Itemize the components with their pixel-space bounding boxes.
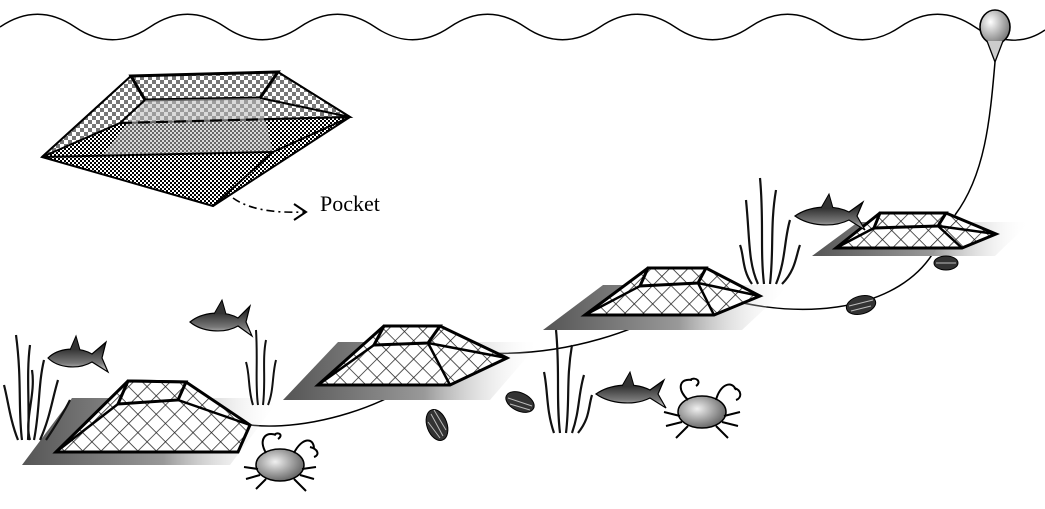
trap-icon xyxy=(283,326,540,400)
trap-icon xyxy=(543,268,790,330)
pocket-label: Pocket xyxy=(320,191,380,217)
fish-icon xyxy=(190,300,252,336)
crab-icon xyxy=(664,379,740,438)
shell-icon xyxy=(503,388,538,417)
seaweed-icon xyxy=(544,330,592,433)
shell-icon xyxy=(934,256,958,270)
crab-icon xyxy=(244,433,317,491)
water-surface-line xyxy=(0,14,1045,40)
fish-icon xyxy=(596,372,666,408)
seaweed-icon xyxy=(246,330,276,405)
shell-icon xyxy=(422,407,452,444)
trap-icon xyxy=(22,381,280,465)
buoy-icon xyxy=(980,10,1010,62)
seaweed-icon xyxy=(740,178,800,284)
inset-trap-with-pocket xyxy=(42,72,350,206)
shell-icon xyxy=(844,292,878,317)
fish-icon xyxy=(48,336,108,372)
pocket-arrow xyxy=(233,198,306,220)
